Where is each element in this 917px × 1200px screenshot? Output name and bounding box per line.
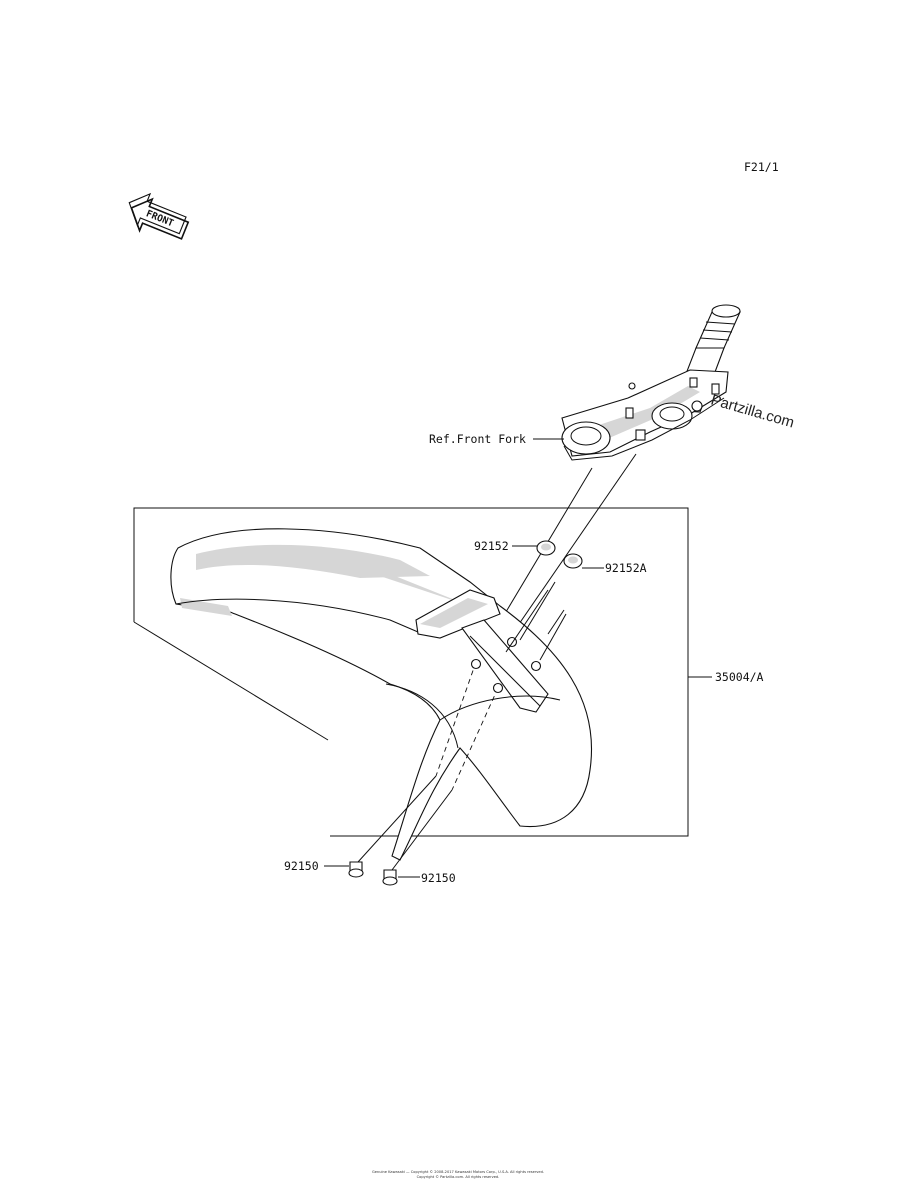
front-direction-arrow-icon: FRONT [128, 192, 190, 240]
callout-92150-right: 92150 [421, 871, 456, 885]
steering-stem-bracket [561, 304, 741, 461]
callout-92150-left: 92150 [284, 859, 319, 873]
watermark: Partzilla.com [709, 392, 796, 432]
part-92150-bolt-left: 92150 [284, 859, 364, 878]
part-92152a-collar: 92152A [563, 553, 647, 575]
figure-id: F21/1 [744, 160, 779, 174]
footer-line-1: Genuine Kawasaki — Copyright © 2008-2017… [372, 1170, 544, 1174]
callout-92152: 92152 [474, 539, 509, 553]
part-92150-bolt-right: 92150 [382, 869, 456, 886]
callout-35004a: 35004/A [715, 670, 764, 684]
callout-92152a: 92152A [605, 561, 647, 575]
footer-line-2: Copyright © Partzilla.com. All rights re… [417, 1175, 500, 1179]
part-92152-collar: 92152 [474, 539, 556, 556]
callout-ref-front-fork: Ref.Front Fork [429, 432, 526, 446]
front-fender [170, 528, 592, 861]
fender-assembly-frame [133, 507, 712, 837]
